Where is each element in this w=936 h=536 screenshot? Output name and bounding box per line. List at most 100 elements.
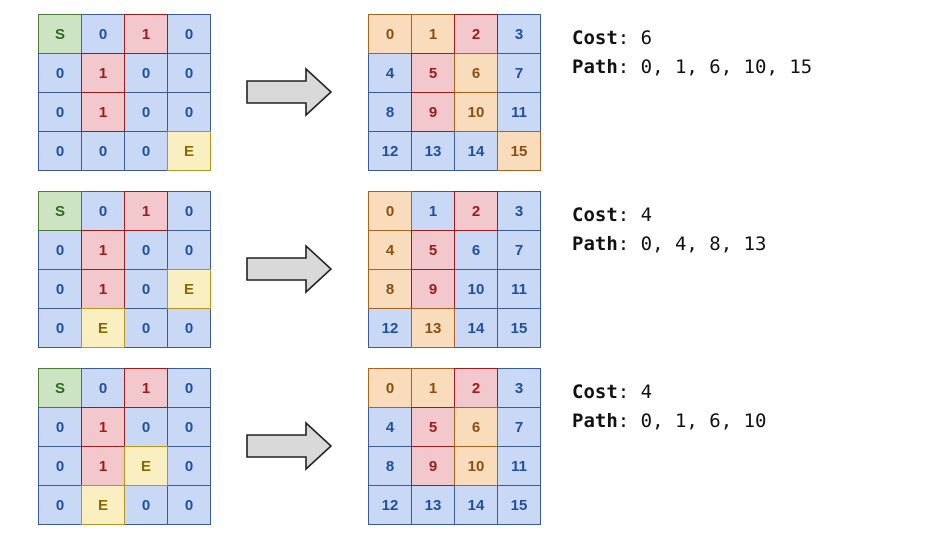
input-cell: 0 — [81, 191, 125, 231]
input-cell: 0 — [124, 53, 168, 93]
input-cell: 0 — [167, 368, 211, 408]
input-cell: S — [38, 368, 82, 408]
cost-line: Cost: 6 — [572, 24, 812, 53]
cost-value: : 4 — [617, 204, 653, 226]
input-cell: 1 — [81, 230, 125, 270]
input-cell: 0 — [167, 191, 211, 231]
cost-label: Cost — [572, 381, 618, 403]
input-cell: E — [167, 131, 211, 171]
input-cell: 1 — [124, 191, 168, 231]
output-cell: 1 — [411, 14, 455, 54]
output-cell: 0 — [368, 14, 412, 54]
output-cell: 6 — [454, 53, 498, 93]
path-value: : 0, 4, 8, 13 — [617, 233, 767, 255]
input-cell: E — [81, 485, 125, 525]
output-cell: 8 — [368, 269, 412, 309]
input-cell: 0 — [38, 230, 82, 270]
input-cell: S — [38, 14, 82, 54]
input-cell: 0 — [38, 407, 82, 447]
input-cell: 0 — [124, 230, 168, 270]
output-cell: 0 — [368, 191, 412, 231]
input-cell: 0 — [167, 92, 211, 132]
input-cell: 1 — [81, 92, 125, 132]
output-cell: 3 — [497, 368, 541, 408]
input-cell: 0 — [124, 407, 168, 447]
path-value: : 0, 1, 6, 10 — [617, 410, 767, 432]
output-cell: 2 — [454, 14, 498, 54]
output-cell: 8 — [368, 446, 412, 486]
input-cell: 0 — [38, 131, 82, 171]
input-cell: 0 — [38, 485, 82, 525]
output-cell: 1 — [411, 368, 455, 408]
input-cell: 1 — [81, 53, 125, 93]
output-cell: 15 — [497, 485, 541, 525]
input-cell: 0 — [167, 14, 211, 54]
output-cell: 15 — [497, 308, 541, 348]
input-cell: 0 — [38, 446, 82, 486]
output-cell: 7 — [497, 407, 541, 447]
input-cell: 0 — [167, 230, 211, 270]
output-cell: 9 — [411, 446, 455, 486]
output-cell: 14 — [454, 485, 498, 525]
output-cell: 14 — [454, 131, 498, 171]
cost-value: : 4 — [617, 381, 653, 403]
input-cell: 1 — [124, 368, 168, 408]
output-cell: 12 — [368, 131, 412, 171]
input-cell: 0 — [167, 446, 211, 486]
input-cell: 0 — [124, 131, 168, 171]
input-cell: 0 — [124, 269, 168, 309]
input-cell: 1 — [81, 407, 125, 447]
input-cell: 1 — [81, 446, 125, 486]
input-cell: E — [81, 308, 125, 348]
path-line: Path: 0, 1, 6, 10 — [572, 407, 766, 436]
input-cell: E — [124, 446, 168, 486]
output-cell: 5 — [411, 230, 455, 270]
result-info: Cost: 4 Path: 0, 4, 8, 13 — [572, 201, 766, 259]
right-arrow-icon — [246, 244, 333, 294]
output-cell: 10 — [454, 446, 498, 486]
output-cell: 4 — [368, 53, 412, 93]
output-cell: 12 — [368, 485, 412, 525]
output-cell: 6 — [454, 407, 498, 447]
right-arrow-icon — [246, 421, 333, 471]
path-line: Path: 0, 4, 8, 13 — [572, 230, 766, 259]
output-cell: 13 — [411, 308, 455, 348]
output-cell: 4 — [368, 230, 412, 270]
input-cell: 0 — [167, 485, 211, 525]
input-cell: 0 — [81, 368, 125, 408]
output-cell: 11 — [497, 92, 541, 132]
input-cell: 0 — [38, 53, 82, 93]
output-cell: 7 — [497, 53, 541, 93]
input-cell: 0 — [81, 131, 125, 171]
input-cell: 0 — [38, 92, 82, 132]
cost-label: Cost — [572, 27, 618, 49]
output-cell: 7 — [497, 230, 541, 270]
path-label: Path — [572, 56, 618, 78]
input-cell: S — [38, 191, 82, 231]
right-arrow-icon — [246, 67, 333, 117]
output-cell: 4 — [368, 407, 412, 447]
input-cell: 0 — [124, 308, 168, 348]
path-value: : 0, 1, 6, 10, 15 — [617, 56, 813, 78]
cost-label: Cost — [572, 204, 618, 226]
output-cell: 0 — [368, 368, 412, 408]
input-cell: 0 — [38, 269, 82, 309]
input-cell: 0 — [167, 53, 211, 93]
output-cell: 5 — [411, 407, 455, 447]
output-cell: 1 — [411, 191, 455, 231]
output-cell: 2 — [454, 368, 498, 408]
path-line: Path: 0, 1, 6, 10, 15 — [572, 53, 812, 82]
input-cell: 1 — [81, 269, 125, 309]
cost-line: Cost: 4 — [572, 378, 766, 407]
output-cell: 13 — [411, 131, 455, 171]
output-cell: 8 — [368, 92, 412, 132]
